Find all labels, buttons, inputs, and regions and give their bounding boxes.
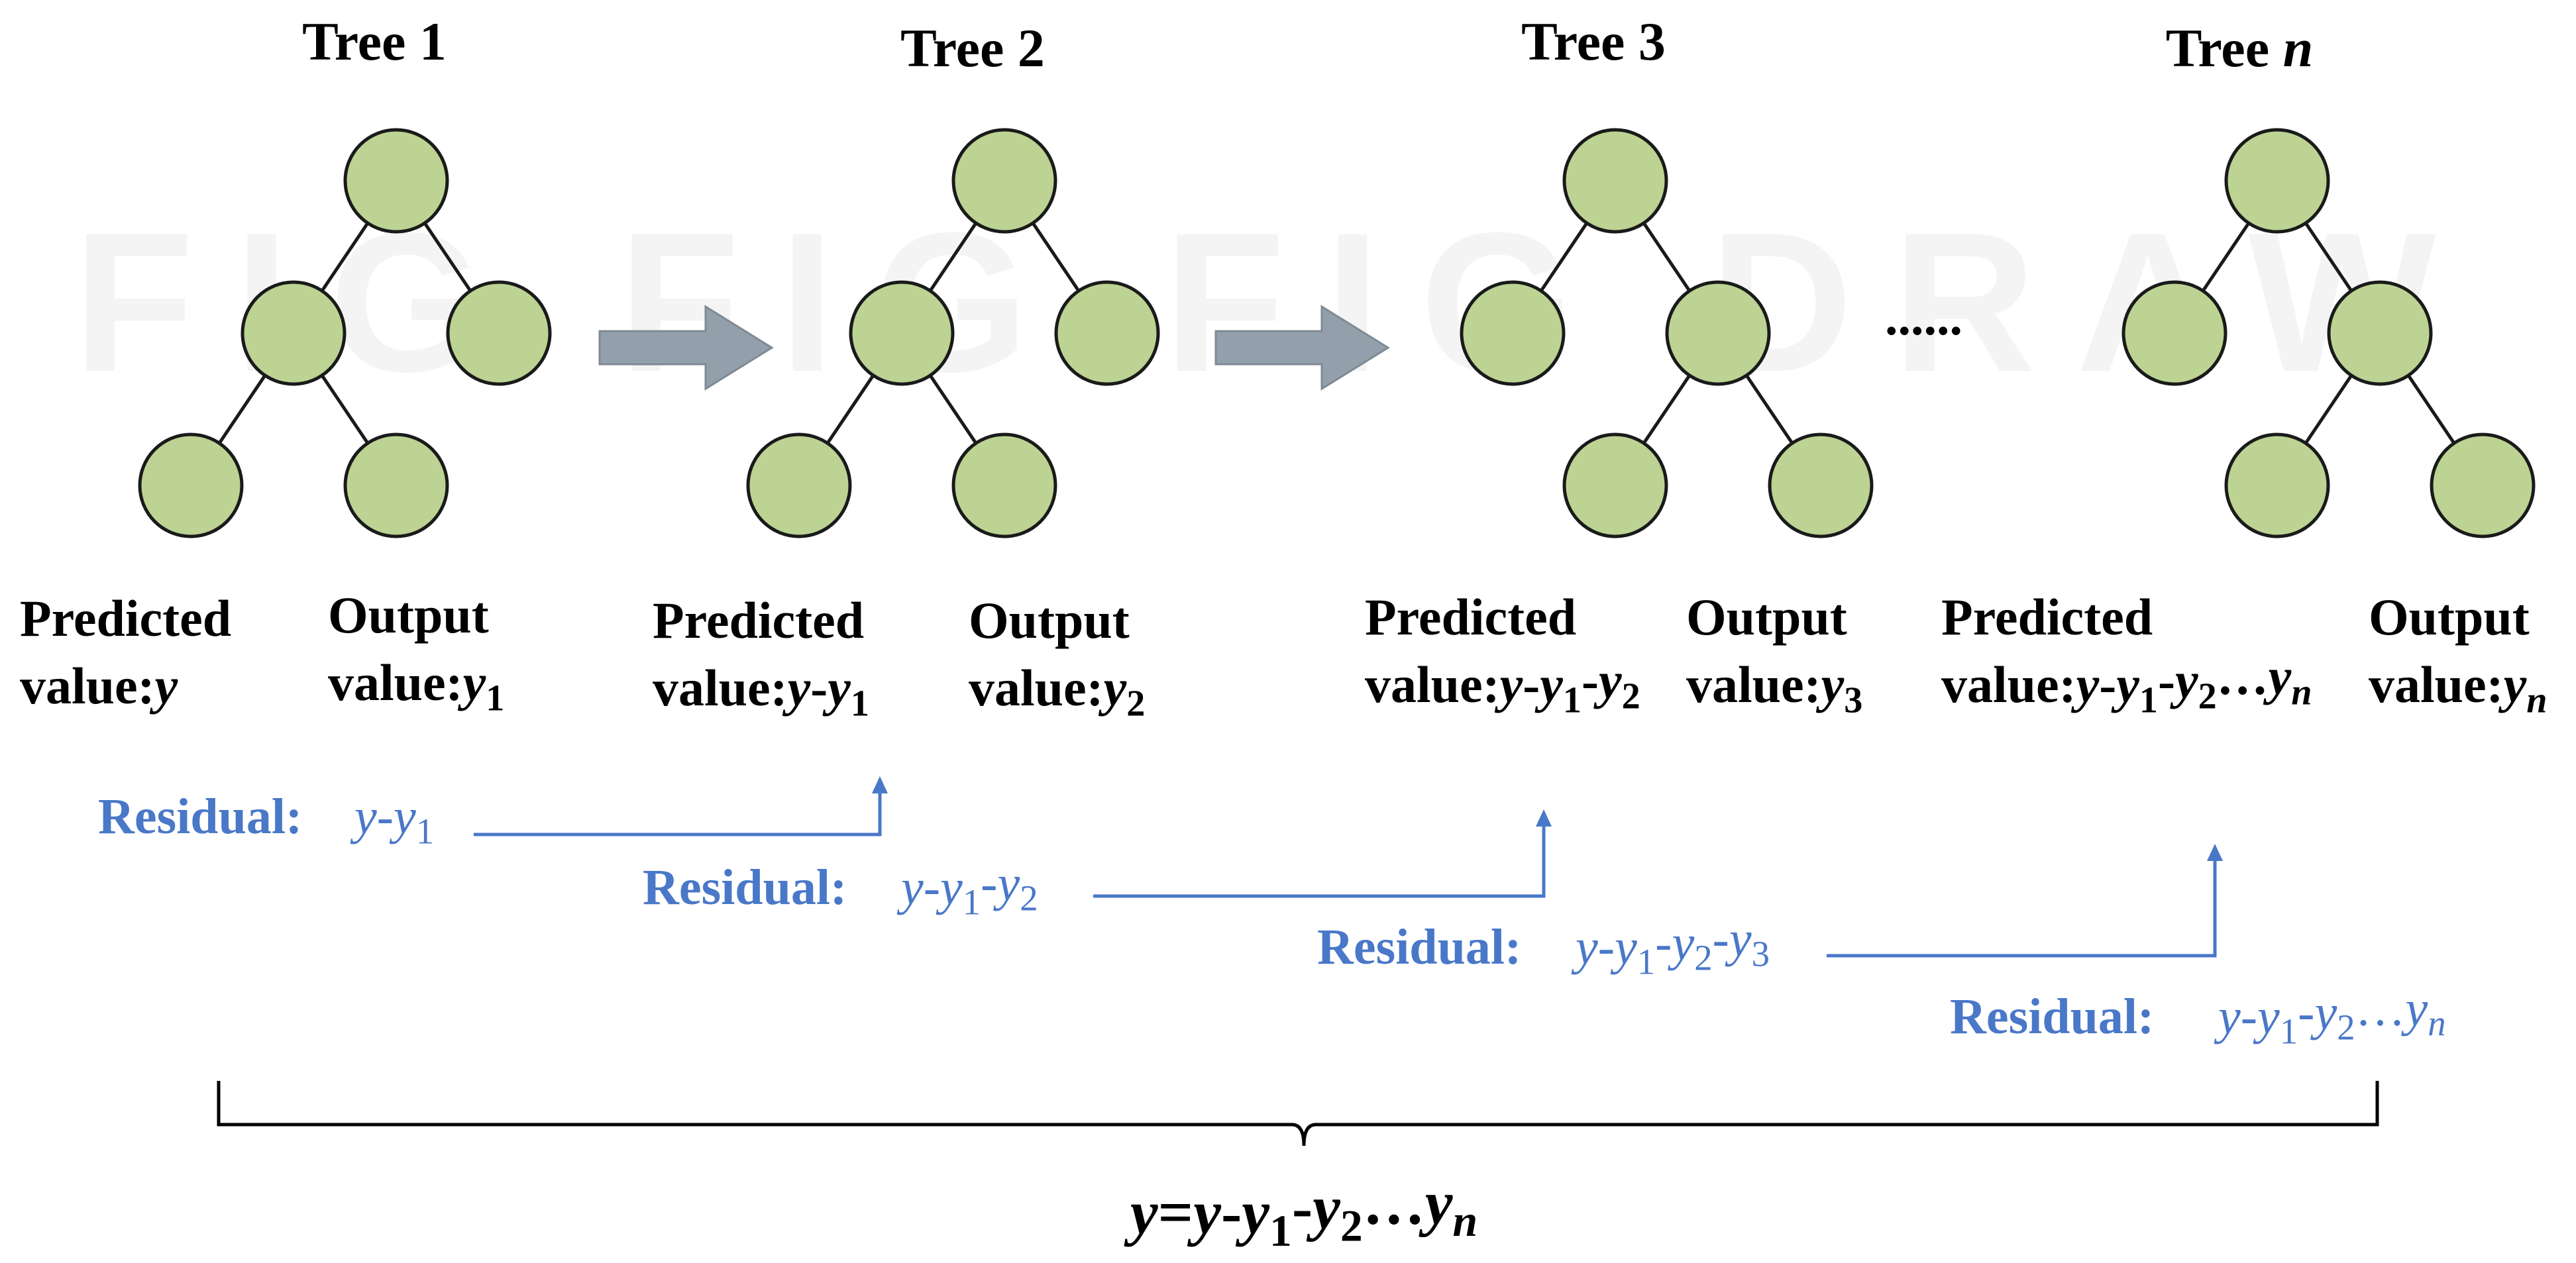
tree-node — [1054, 280, 1160, 386]
tree-node — [1562, 432, 1668, 538]
residual-connector-2 — [1093, 825, 1546, 898]
tree-node — [241, 280, 347, 386]
sum-brace — [217, 1081, 2379, 1146]
tree-node — [446, 280, 552, 386]
predicted-heading-3: Predicted — [1365, 588, 1576, 646]
up-arrow-icon — [2207, 844, 2223, 861]
tree-node — [951, 432, 1057, 538]
tree-node — [343, 432, 449, 538]
residual-label-1: Residual: — [98, 789, 302, 844]
right-arrow-icon — [1214, 305, 1390, 391]
output-value-n: value:yn​ — [2369, 656, 2548, 721]
output-value-2: value:y2​ — [969, 659, 1145, 725]
tree-title-2: Tree 2 — [900, 18, 1045, 78]
final-equation: y=y-y1​-y2​…yn​ — [1124, 1168, 1477, 1256]
predicted-heading-n: Predicted — [1941, 588, 2153, 646]
output-heading-2: Output — [969, 591, 1130, 649]
tree-node — [1665, 280, 1771, 386]
output-heading-n: Output — [2369, 588, 2530, 646]
output-heading-1: Output — [328, 586, 489, 644]
tree-node — [746, 432, 852, 538]
tree-node — [1768, 432, 1874, 538]
predicted-value-1: value:y — [20, 657, 178, 715]
up-arrow-icon — [1536, 809, 1552, 827]
right-arrow-icon — [598, 305, 774, 391]
predicted-value-3: value:y-y1​-y2​ — [1365, 652, 1640, 721]
tree-node — [2430, 432, 2536, 538]
residual-label-n: Residual: — [1950, 989, 2154, 1044]
tree-node — [138, 432, 244, 538]
arrows-layer — [598, 305, 1390, 391]
residual-value-3: y-y1​-y2​-y3​ — [1571, 911, 1770, 982]
tree-node — [849, 280, 955, 386]
residual-value-2: y-y1​-y2​ — [896, 856, 1038, 922]
predicted-value-n: value:y-y1​-y2​…yn​ — [1941, 648, 2312, 721]
tree-title-n: Tree n — [2166, 18, 2313, 78]
tree-node — [1562, 128, 1668, 234]
tree-node — [2121, 280, 2227, 386]
predicted-heading-1: Predicted — [20, 589, 231, 647]
tree-4 — [2121, 128, 2536, 538]
tree-node — [2327, 280, 2433, 386]
output-value-1: value:y1​ — [328, 654, 504, 719]
tree-title-3: Tree 3 — [1521, 11, 1666, 72]
residual-label-3: Residual: — [1317, 919, 1521, 975]
output-value-3: value:y3​ — [1686, 656, 1862, 721]
tree-node — [1460, 280, 1566, 386]
output-heading-3: Output — [1686, 588, 1847, 646]
tree-2 — [746, 128, 1160, 538]
predicted-value-2: value:y-y1​ — [653, 659, 869, 725]
tree-node — [2224, 128, 2330, 234]
residual-connector-1 — [474, 791, 882, 836]
residual-connectors — [474, 776, 2223, 958]
tree-node — [2224, 432, 2330, 538]
tree-3 — [1460, 128, 1874, 538]
tree-node — [343, 128, 449, 234]
residual-connector-3 — [1827, 860, 2217, 958]
trees-layer — [138, 128, 2536, 538]
ellipsis: ...... — [1885, 288, 1962, 346]
tree-title-1: Tree 1 — [302, 11, 447, 72]
residual-value-1: y-y1​ — [350, 789, 434, 851]
tree-node — [951, 128, 1057, 234]
predicted-heading-2: Predicted — [653, 591, 864, 649]
tree-1 — [138, 128, 552, 538]
up-arrow-icon — [872, 776, 888, 793]
residual-value-n: y-y1​-y2​…yn​ — [2214, 981, 2446, 1051]
residual-label-2: Residual: — [643, 860, 847, 915]
